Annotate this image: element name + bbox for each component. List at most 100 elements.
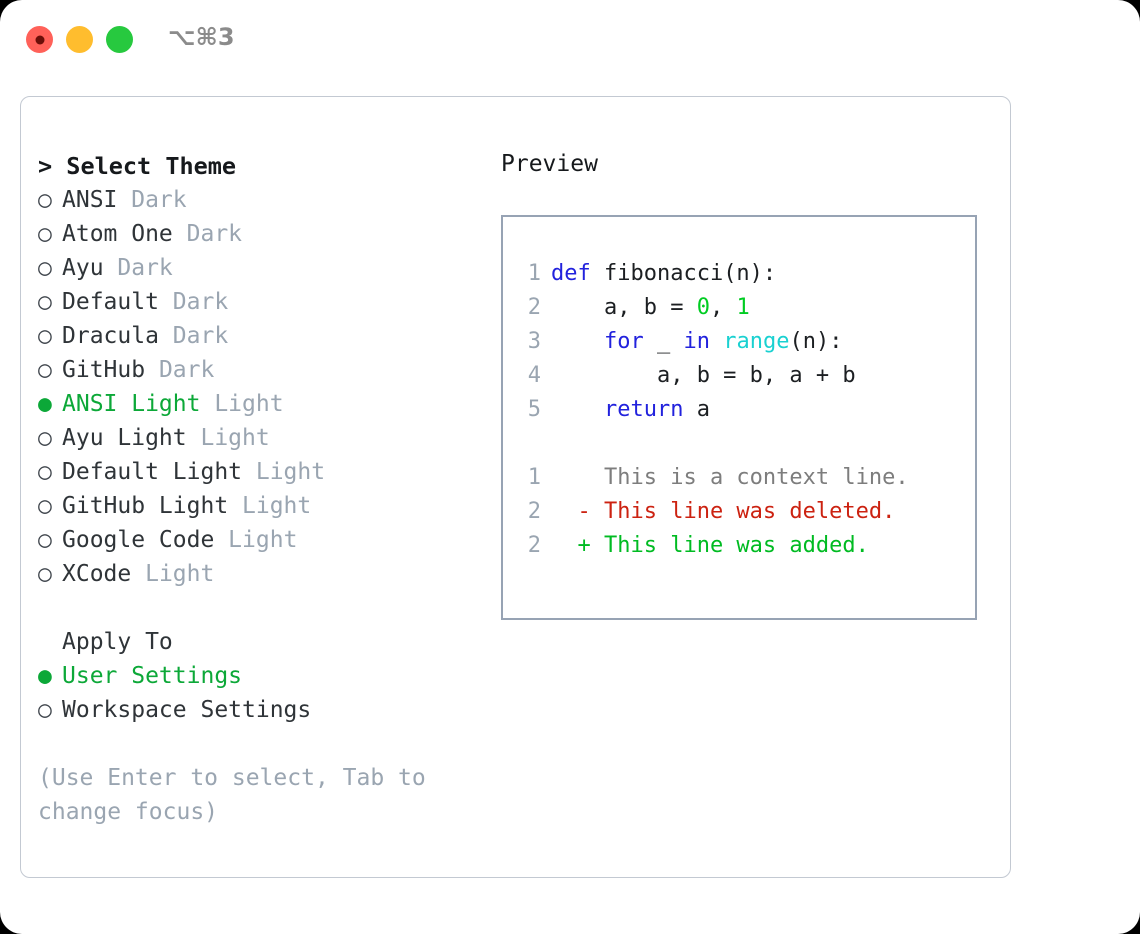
apply-to-label: User Settings [62, 663, 243, 689]
code-token-kw: in [683, 329, 710, 354]
radio-unselected-icon: ○ [38, 561, 52, 587]
theme-option-ayu[interactable]: ○Ayu Dark [38, 251, 498, 285]
line-number: 2 [527, 533, 541, 558]
diff-text: This is a context line. [551, 465, 909, 490]
code-token-txt [551, 397, 604, 422]
theme-option-ayu-light[interactable]: ○Ayu Light Light [38, 421, 498, 455]
theme-mode-label: Light [131, 561, 215, 587]
apply-to-heading: Apply To [62, 629, 173, 655]
theme-name-label: GitHub Light [62, 493, 229, 519]
theme-option-google-code[interactable]: ○ Google Code Light [38, 523, 498, 557]
theme-name-label: Google Code [62, 527, 215, 553]
theme-mode-label: Light [200, 391, 284, 417]
code-token-txt: , [709, 295, 737, 320]
theme-option-atom-one[interactable]: ○Atom One Dark [38, 217, 498, 251]
theme-name-label: Default Light [62, 459, 243, 485]
apply-to-option-user-settings[interactable]: ● User Settings [38, 659, 498, 693]
diff-text: + This line was added. [551, 533, 869, 558]
code-token-txt: (n): [789, 329, 843, 354]
code-line: 2 a, b = 0, 1 [503, 291, 975, 325]
theme-picker-column: > Select Theme ○ANSI Dark○Atom One Dark○… [38, 149, 498, 829]
theme-mode-label: Dark [103, 255, 173, 281]
line-number: 5 [527, 397, 541, 422]
line-number: 2 [527, 295, 541, 320]
diff-line-ctx: 1 This is a context line. [503, 461, 975, 495]
theme-name-label: ANSI Light [62, 391, 201, 417]
radio-unselected-icon: ○ [38, 255, 52, 281]
theme-name-label: ANSI [62, 187, 118, 213]
line-number: 1 [527, 465, 541, 490]
radio-unselected-icon: ○ [38, 289, 52, 315]
apply-to-label: Workspace Settings [62, 697, 312, 723]
theme-mode-label: Light [228, 493, 312, 519]
theme-name-label: Default [62, 289, 159, 315]
theme-mode-label: Light [214, 527, 298, 553]
radio-selected-icon: ● [38, 391, 52, 417]
radio-unselected-icon: ○ [38, 357, 52, 383]
theme-mode-label: Dark [145, 357, 215, 383]
theme-name-label: Dracula [62, 323, 159, 349]
line-number: 1 [527, 261, 541, 286]
diff-line-del: 2 - This line was deleted. [503, 495, 975, 529]
line-number: 2 [527, 499, 541, 524]
theme-name-label: GitHub [62, 357, 146, 383]
line-number: 3 [527, 329, 541, 354]
radio-unselected-icon: ○ [38, 697, 52, 723]
theme-option-ansi[interactable]: ○ ANSI Dark [38, 183, 498, 217]
radio-unselected-icon: ○ [38, 323, 52, 349]
apply-to-option-workspace-settings[interactable]: ○ Workspace Settings [38, 693, 498, 727]
code-token-kw: return [603, 397, 684, 422]
diff-snippet: 1 This is a context line.2 - This line w… [503, 461, 975, 563]
theme-option-ansi-light[interactable]: ● ANSI Light Light [38, 387, 498, 421]
theme-mode-label: Dark [158, 323, 229, 349]
theme-mode-label: Dark [117, 187, 187, 213]
minimize-window-button[interactable] [66, 26, 93, 53]
code-token-txt [551, 329, 604, 354]
radio-unselected-icon: ○ [38, 187, 52, 213]
keyboard-shortcut-label: ⌥⌘3 [168, 23, 235, 51]
code-token-fn: range [723, 329, 790, 354]
theme-mode-label: Dark [172, 221, 243, 247]
window-titlebar: ⌥⌘3 [0, 0, 1140, 78]
line-number: 4 [527, 363, 541, 388]
theme-option-github[interactable]: ○ GitHub Dark [38, 353, 498, 387]
code-line: 3 for _ in range(n): [503, 325, 975, 359]
record-indicator-dot [35, 35, 44, 44]
apply-to-section: Apply To ● User Settings ○ Workspace Settin… [38, 625, 498, 727]
diff-line-add: 2 + This line was added. [503, 529, 975, 563]
keyboard-hint-text: (Use Enter to select, Tab to change focu… [38, 765, 426, 825]
theme-option-xcode[interactable]: ○ XCode Light [38, 557, 498, 591]
code-token-txt: a [683, 397, 710, 422]
close-window-button[interactable] [26, 26, 53, 53]
theme-mode-label: Dark [158, 289, 229, 315]
radio-unselected-icon: ○ [38, 527, 52, 553]
code-token-txt [710, 329, 723, 354]
radio-unselected-icon: ○ [38, 493, 52, 519]
main-panel: > Select Theme ○ANSI Dark○Atom One Dark○… [20, 96, 1011, 878]
maximize-window-button[interactable] [106, 26, 133, 53]
radio-unselected-icon: ○ [38, 425, 52, 451]
code-line: 4 a, b = b, a + b [503, 359, 975, 393]
preview-spacer [503, 427, 975, 461]
apply-to-options: ● User Settings ○ Workspace Settings [38, 659, 498, 727]
theme-mode-label: Light [242, 459, 326, 485]
theme-picker-heading: > Select Theme [38, 152, 237, 180]
code-token-txt: _ [643, 329, 684, 354]
preview-heading: Preview [501, 151, 598, 177]
theme-option-github-light[interactable]: ○ GitHub Light Light [38, 489, 498, 523]
code-line: 5 return a [503, 393, 975, 427]
diff-text: - This line was deleted. [551, 499, 896, 524]
theme-name-label: XCode [62, 561, 132, 587]
theme-list: ○ANSI Dark○Atom One Dark○Ayu Dark○Defaul… [38, 183, 498, 591]
theme-option-dracula[interactable]: ○ Dracula Dark [38, 319, 498, 353]
radio-unselected-icon: ○ [38, 221, 52, 247]
code-token-kw: def [551, 261, 604, 286]
code-token-num: 0 [696, 295, 710, 320]
theme-option-default-light[interactable]: ○Default Light Light [38, 455, 498, 489]
radio-selected-icon: ● [38, 663, 52, 689]
theme-option-default[interactable]: ○ Default Dark [38, 285, 498, 319]
